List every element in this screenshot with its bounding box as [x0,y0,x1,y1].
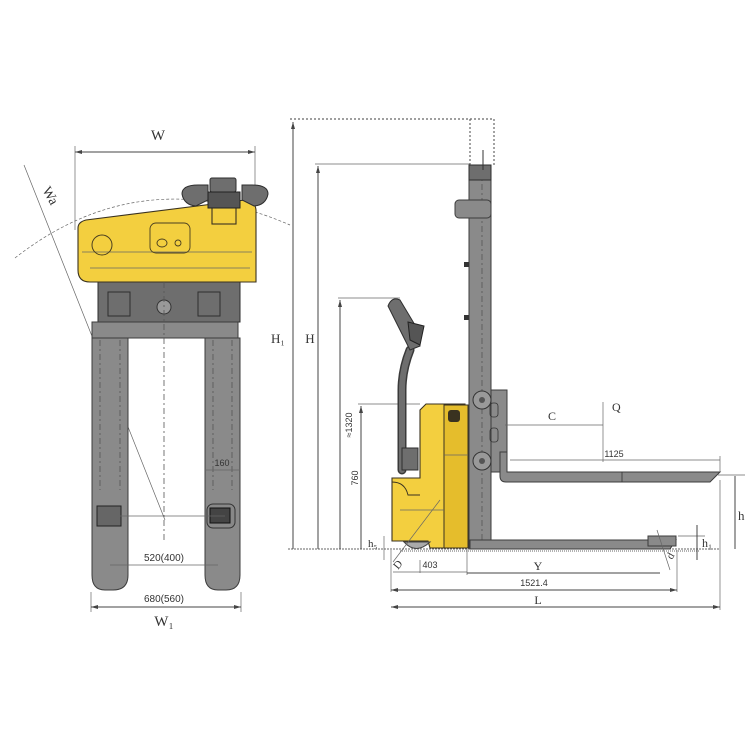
dimension-fork-width: 160 [205,458,240,471]
label-d-drive: D [391,558,405,572]
value-inner-span: 520(400) [144,553,184,564]
mast [468,164,492,549]
front-view: W Wa [14,128,291,630]
value-outer-span: 680(560) [144,594,184,605]
body-detail-circle [91,234,113,256]
dimension-load-center: C Q [505,400,621,462]
dimension-y: Y [466,549,660,575]
fork-side [499,451,722,483]
left-wheel-assembly [107,291,131,317]
mast-extended-outline [290,118,495,165]
dimension-tiller-height: ≈1320 [338,297,400,549]
dimension-h5: h₅ [368,536,385,560]
base-leg [469,539,677,550]
left-fork [91,337,129,591]
value-length-to-face: 1521.4 [520,578,548,588]
label-q: Q [612,400,621,414]
drive-wheel [402,541,432,549]
dimension-inner-span: 520(400) [110,553,218,566]
dimension-fork-length: 1125 [510,449,721,472]
dimension-l: L [391,480,721,610]
dimension-w: W [74,128,256,230]
mast-top [468,164,492,181]
body-side [391,403,469,549]
label-h-lift: h [738,508,745,523]
dimension-length-to-face: 1521.4 [390,550,678,592]
fork-frame [91,321,239,339]
tiller-base [401,447,419,471]
label-h5: h₅ [368,538,378,550]
value-fork-length: 1125 [604,449,623,459]
label-w: W [151,128,166,144]
label-h1: H₁ [271,331,285,346]
value-fork-width: 160 [214,458,229,468]
value-body-height: 760 [350,470,360,485]
side-view: H₁ H ≈1320 760 [271,118,745,610]
value-front-overhang: 403 [422,560,437,570]
label-wa: Wa [39,185,62,209]
mast-bracket [454,199,492,219]
value-tiller-height: ≈1320 [344,413,354,438]
dimension-h: H [305,163,470,549]
label-y: Y [534,559,543,573]
label-h1-fork: h₁ [702,536,712,550]
tiller-arm [387,298,425,475]
label-w1: W₁ [154,614,173,630]
right-wheel-assembly [197,291,221,317]
dimension-fork-lowered: h₁ [678,525,712,560]
label-c: C [548,409,556,423]
dimension-lift-height: h [718,474,745,549]
label-d-load: d [664,550,677,561]
tiller-handle-top [181,177,269,225]
right-load-wheel [209,507,231,524]
label-h: H [305,331,314,346]
label-l: L [534,593,541,607]
dimension-outer-span: 680(560) W₁ [90,592,242,630]
dimension-body-height: 760 [350,403,420,549]
dimension-h1: H₁ [271,122,295,549]
dimension-front-overhang: 403 [393,560,467,573]
